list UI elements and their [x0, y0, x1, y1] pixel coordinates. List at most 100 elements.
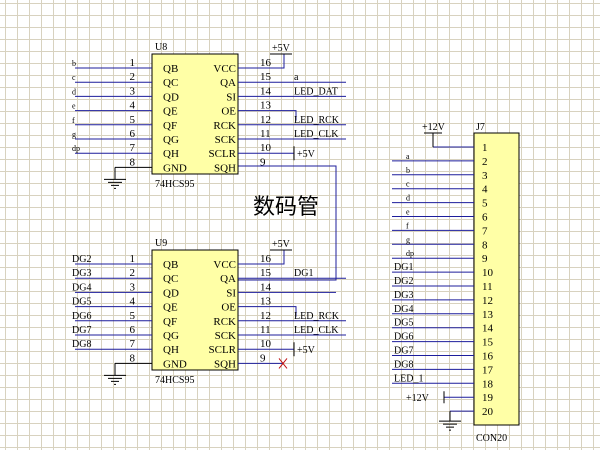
- u8-pin-number: 15: [260, 71, 272, 83]
- u8-pin-name: SCLR: [208, 148, 236, 160]
- j7-pin-number: 7: [482, 225, 488, 237]
- u8-pin-number: 11: [260, 128, 271, 140]
- u9-pin-name: OE: [221, 302, 236, 314]
- j7-pin-number: 3: [482, 170, 488, 182]
- u9-refdes: U9: [155, 238, 167, 249]
- u8-pin-number: 7: [130, 142, 136, 154]
- u8-net-label: LED_CLK: [294, 129, 339, 140]
- u9-pin-name: QG: [163, 330, 179, 342]
- u9-pin-number: 3: [130, 281, 136, 293]
- u8-pin-name: QF: [163, 120, 177, 132]
- u9-net-label: LED_CLK: [294, 325, 339, 336]
- u8-net-label: d: [72, 87, 76, 96]
- j7-pin-number: 10: [482, 267, 494, 279]
- u8-pin-16-wire: [238, 54, 285, 69]
- u9-pin-name: VCC: [213, 259, 236, 271]
- j7-pin-number: 20: [482, 406, 494, 418]
- u8-pin-name: QH: [163, 148, 179, 160]
- j7-pin-number: 12: [482, 295, 493, 307]
- cascade-wire: [238, 165, 337, 281]
- ground-symbol: [104, 178, 126, 189]
- u9-pin-number: 5: [130, 310, 136, 322]
- j7-pin-number: 6: [482, 212, 488, 224]
- u9-pin-name: SCLR: [208, 344, 236, 356]
- u8-pin-name: VCC: [213, 63, 236, 75]
- j7-pin-number: 5: [482, 198, 488, 210]
- j7-pin-number: 15: [482, 337, 494, 349]
- j7-part-number: CON20: [476, 433, 507, 444]
- u9-pin-name: QF: [163, 316, 177, 328]
- u8-pin-name: QA: [220, 77, 236, 89]
- u8-pin-number: 4: [130, 100, 136, 112]
- u9-pin-number: 11: [260, 324, 271, 336]
- u9-pin-name: QD: [163, 287, 179, 299]
- u9-pin-name: SI: [226, 287, 236, 299]
- j7-pin-number: 9: [482, 253, 488, 265]
- u9-power-label: +5V: [272, 239, 291, 250]
- u8-pin-name: QD: [163, 91, 179, 103]
- j7-net-label: DG6: [394, 332, 413, 343]
- u8-pin-name: OE: [221, 106, 236, 118]
- u9-pin-number: 7: [130, 338, 136, 350]
- u8-net-label: e: [72, 102, 76, 111]
- j7-pin-number: 17: [482, 364, 494, 376]
- u9-pin-name: QE: [163, 302, 178, 314]
- u8-net-label: b: [72, 59, 76, 68]
- j7-pin-number: 13: [482, 309, 494, 321]
- j7-net-label: DG7: [394, 346, 413, 357]
- u9-pin-number: 9: [260, 352, 266, 364]
- j7-pin-number: 14: [482, 323, 494, 335]
- j7-power-label: +12V: [406, 393, 430, 404]
- j7-net-label: DG3: [394, 290, 413, 301]
- u8-pin-name: QC: [163, 77, 178, 89]
- u8-pin-number: 9: [260, 156, 266, 168]
- u9-pin-name: QA: [220, 273, 236, 285]
- j7-net-label: b: [406, 166, 410, 175]
- u9-net-label: DG1: [294, 268, 313, 279]
- u9-net-label: DG6: [72, 311, 91, 322]
- u9-pin-number: 12: [260, 310, 271, 322]
- u8-pin-name: SCK: [215, 134, 236, 146]
- u8-pin-name: GND: [163, 162, 187, 174]
- u9-pin-name: RCK: [213, 316, 236, 328]
- u8-net-label: f: [72, 116, 75, 125]
- u9-pin-number: 4: [130, 296, 136, 308]
- j7-body: [473, 132, 520, 426]
- u9-power-label: +5V: [297, 345, 316, 356]
- u8-pin-name: SI: [226, 91, 236, 103]
- j7-connector: J7CON201+12V2a3b4c5d6e7f8g9dp10DG111DG21…: [392, 122, 520, 444]
- j7-net-label: DG5: [394, 318, 413, 329]
- u9-pin-number: 2: [130, 267, 136, 279]
- u9-pin-name: QB: [163, 259, 178, 271]
- u8-part-number: 74HCS95: [155, 179, 194, 190]
- u9-pin-13-wire: [238, 306, 297, 317]
- u8-power-label: +5V: [297, 149, 316, 160]
- u8-pin-number: 3: [130, 85, 136, 97]
- no-connect-marker: [278, 358, 288, 369]
- j7-net-label: f: [406, 221, 409, 230]
- j7-net-label: g: [406, 235, 410, 244]
- u9-pin-number: 16: [260, 253, 272, 265]
- u9-pin-name: GND: [163, 358, 187, 370]
- u8-pin-number: 13: [260, 100, 272, 112]
- j7-pin-number: 19: [482, 392, 494, 404]
- u9-pin-number: 6: [130, 324, 136, 336]
- ground-symbol: [104, 374, 126, 385]
- j7-net-label: dp: [406, 249, 414, 258]
- u8-net-label: a: [294, 72, 299, 83]
- u8-pin-number: 2: [130, 71, 136, 83]
- u9-net-label: DG3: [72, 268, 91, 279]
- u9-pin-name: QC: [163, 273, 178, 285]
- u8-pin-number: 10: [260, 142, 272, 154]
- u8-pin-number: 8: [130, 156, 136, 168]
- u8-pin-number: 6: [130, 128, 136, 140]
- u8-net-label: g: [72, 130, 76, 139]
- u9-net-label: DG5: [72, 297, 91, 308]
- u8-net-label: LED_RCK: [294, 115, 340, 126]
- j7-net-label: d: [406, 194, 410, 203]
- u8-pin-name: QG: [163, 134, 179, 146]
- u9-pin-name: SCK: [215, 330, 236, 342]
- u8-body: [151, 53, 239, 175]
- j7-net-label: DG1: [394, 262, 413, 273]
